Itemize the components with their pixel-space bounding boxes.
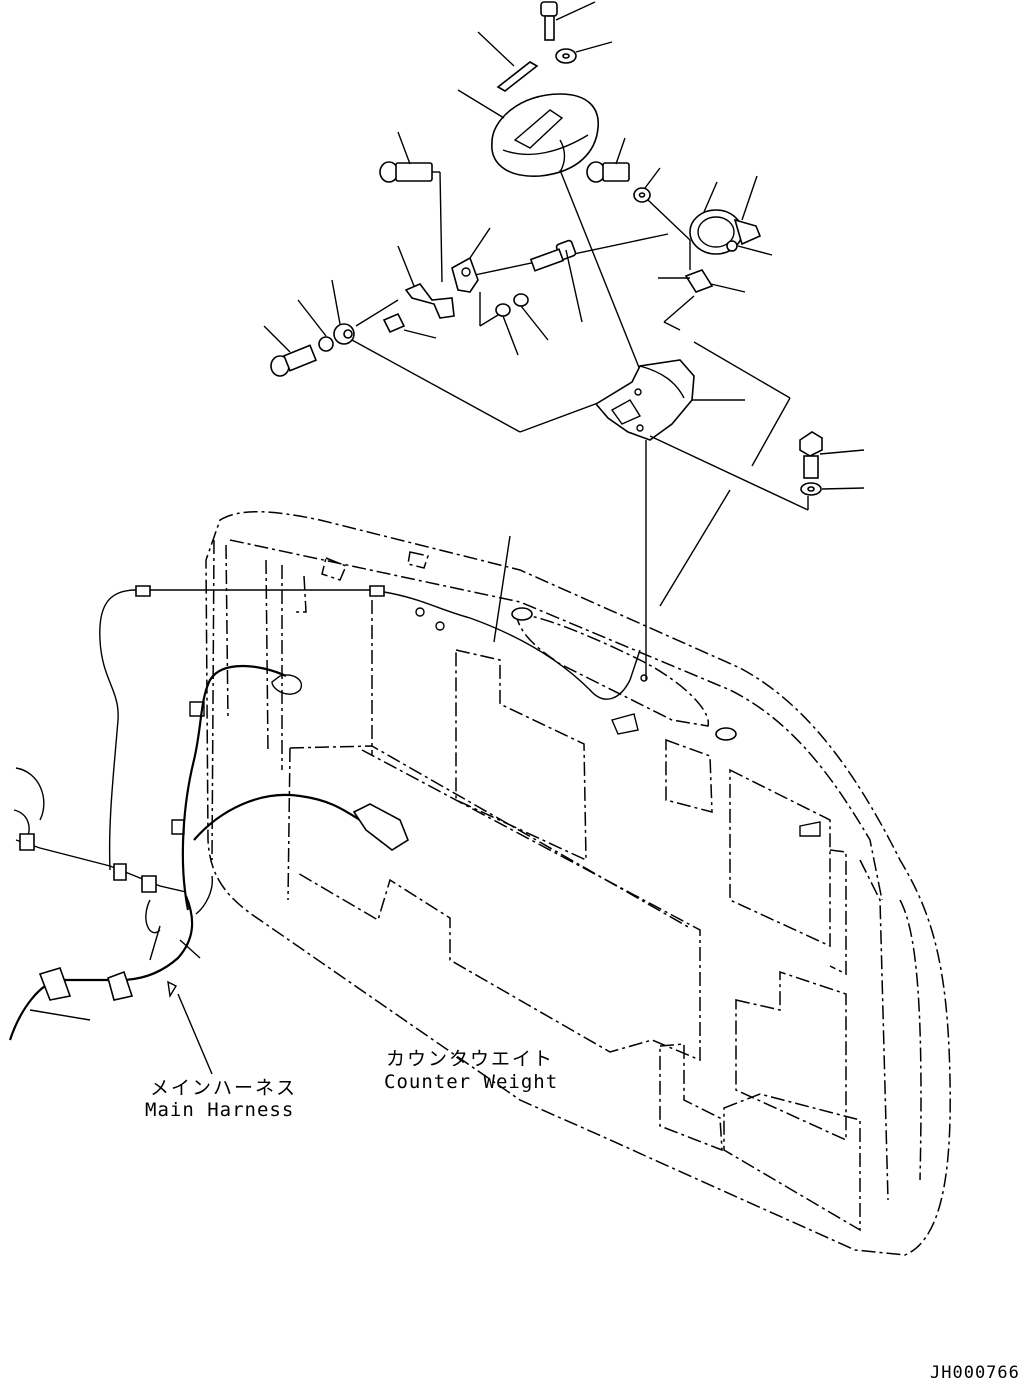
counter-weight-label-jp: カウンタウエイト bbox=[386, 1048, 555, 1070]
main-bracket bbox=[594, 359, 745, 441]
spacer bbox=[382, 312, 437, 339]
washer-left bbox=[297, 299, 334, 352]
washer-mid-1 bbox=[495, 303, 519, 356]
drawing-id: JH000766 bbox=[930, 1363, 1020, 1383]
main-harness-label-jp: メインハーネス bbox=[150, 1077, 298, 1099]
washer-mid-2 bbox=[513, 293, 549, 341]
small-bracket bbox=[397, 227, 491, 319]
bolt-right-mid bbox=[529, 239, 583, 323]
lamp-assembly bbox=[263, 1, 865, 680]
main-harness-label-en: Main Harness bbox=[145, 1099, 295, 1121]
bolt-left-lower bbox=[263, 325, 318, 377]
clip bbox=[658, 269, 746, 293]
bolt-right-lower bbox=[799, 431, 865, 479]
collar bbox=[331, 279, 355, 345]
counter-weight bbox=[205, 511, 951, 1256]
bolt-top bbox=[540, 1, 596, 41]
bolt-right-upper bbox=[586, 137, 630, 183]
washer-right-lower bbox=[800, 482, 865, 496]
harness-wiring bbox=[8, 585, 641, 1075]
counter-weight-label-en: Counter Weight bbox=[384, 1071, 559, 1093]
lamp-unit bbox=[689, 175, 773, 256]
bolt-left-upper bbox=[379, 131, 433, 183]
plate bbox=[477, 31, 539, 92]
washer-right bbox=[633, 167, 661, 203]
washer-top bbox=[555, 41, 613, 64]
lamp-cover bbox=[457, 89, 599, 177]
